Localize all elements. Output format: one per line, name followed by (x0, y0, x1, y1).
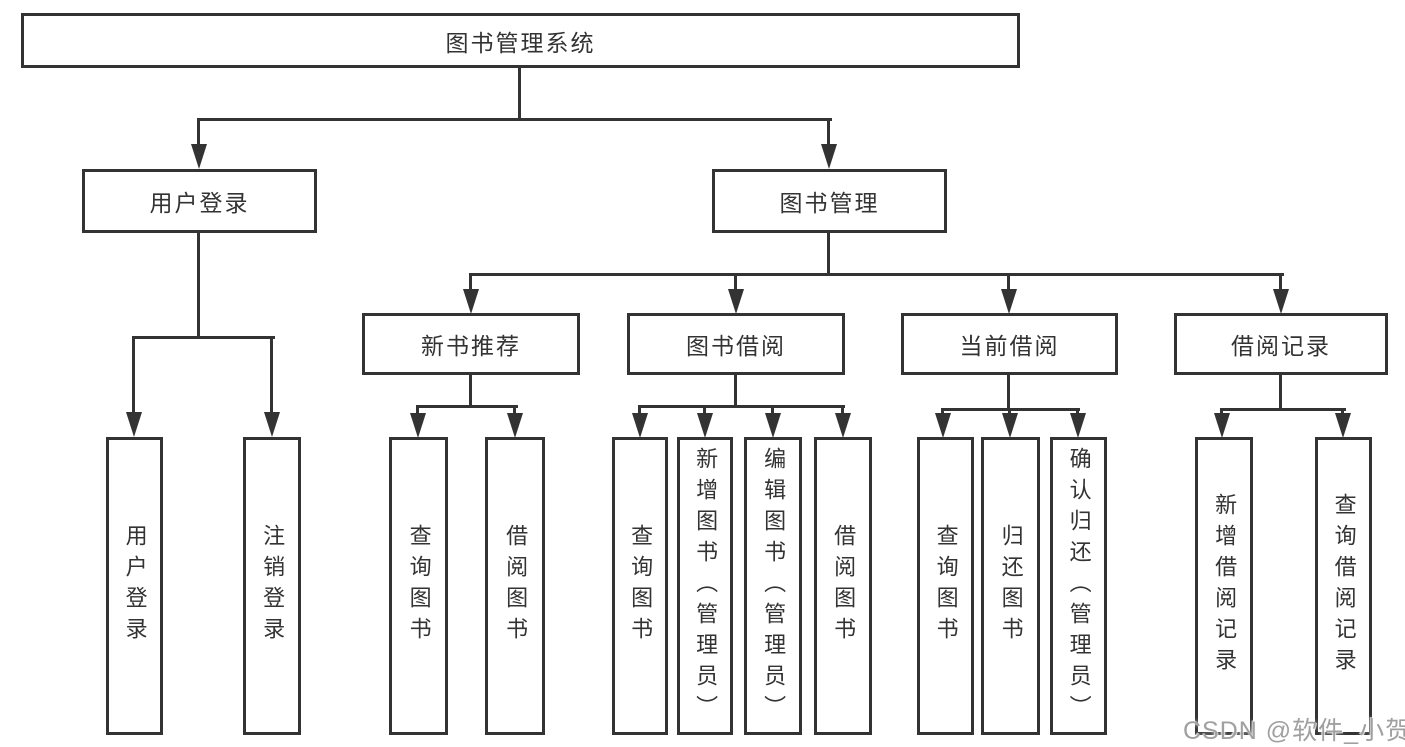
connector-drop-new-book (469, 273, 472, 292)
arrow-down-icon (1002, 413, 1018, 438)
leaf-label: 查询图书 (933, 524, 959, 648)
connector-drop-borrow-records (1279, 273, 1282, 292)
connector-drop-user-login (197, 118, 200, 148)
arrow-down-icon (410, 413, 426, 438)
arrow-down-icon (697, 413, 713, 438)
arrow-down-icon (821, 144, 837, 169)
leaf-label: 新增借阅记录 (1212, 493, 1238, 679)
arrow-down-icon (1214, 413, 1230, 438)
connector-root-rail (197, 118, 832, 121)
connector-drop-leaf (416, 405, 419, 415)
arrow-down-icon (1001, 289, 1017, 314)
connector-drop-leaf (1220, 408, 1223, 416)
arrow-down-icon (835, 413, 851, 438)
leaf-current-return: 归还图书 (981, 437, 1040, 735)
leaf-record-query: 查询借阅记录 (1315, 437, 1372, 735)
arrow-down-icon (1335, 413, 1351, 438)
connector-drop-current-borrow (1007, 273, 1010, 292)
leaf-label: 用户登录 (122, 524, 148, 648)
connector-drop-leaf (513, 405, 516, 415)
leaf-label: 注销登录 (260, 524, 286, 648)
leaf-label: 借阅图书 (503, 524, 529, 648)
leaf-label: 查询图书 (406, 524, 432, 648)
leaf-label: 归还图书 (998, 524, 1024, 648)
arrow-down-icon (765, 413, 781, 438)
connector-drop-leaf (841, 405, 844, 415)
arrow-down-icon (191, 144, 207, 169)
connector-drop-leaf (270, 336, 273, 416)
connector-root-stem (518, 68, 521, 121)
connector-drop-leaf (1341, 408, 1344, 416)
leaf-borrow-borrow: 借阅图书 (814, 437, 872, 735)
connector-current-borrow-stem (1007, 375, 1010, 411)
leaf-record-add: 新增借阅记录 (1195, 437, 1253, 735)
arrow-down-icon (632, 413, 648, 438)
connector-book-management-rail (469, 273, 1284, 276)
node-user-login: 用户登录 (82, 169, 317, 233)
arrow-down-icon (507, 413, 523, 438)
arrow-down-icon (264, 412, 280, 437)
arrow-down-icon (728, 289, 744, 314)
connector-drop-leaf (638, 405, 641, 415)
arrow-down-icon (126, 412, 142, 437)
connector-new-book-stem (469, 375, 472, 408)
connector-drop-book-management (827, 118, 830, 148)
connector-user-login-stem (197, 233, 200, 339)
connector-borrow-records-stem (1279, 375, 1282, 411)
leaf-current-query: 查询图书 (917, 437, 974, 735)
leaf-label: 查询借阅记录 (1331, 493, 1357, 679)
connector-drop-leaf (1076, 408, 1079, 416)
leaf-label: 编辑图书（管理员） (761, 446, 787, 726)
leaf-borrow-add: 新增图书（管理员） (677, 437, 733, 735)
connector-drop-leaf (1008, 408, 1011, 416)
node-book-borrow: 图书借阅 (627, 313, 845, 375)
leaf-user-login: 用户登录 (106, 437, 163, 735)
leaf-label: 查询图书 (628, 524, 654, 648)
watermark-text: CSDN @软件_小贺同学 (1183, 717, 1405, 745)
arrow-down-icon (1070, 413, 1086, 438)
connector-drop-leaf (703, 405, 706, 415)
node-root: 图书管理系统 (21, 13, 1020, 68)
leaf-current-confirm: 确认归还（管理员） (1050, 437, 1107, 735)
leaf-label: 确认归还（管理员） (1066, 446, 1092, 726)
connector-new-book-rail (416, 405, 518, 408)
node-borrow-records: 借阅记录 (1174, 313, 1388, 375)
arrow-down-icon (1273, 289, 1289, 314)
connector-book-borrow-stem (734, 375, 737, 408)
connector-book-management-stem (827, 233, 830, 276)
node-current-borrow: 当前借阅 (901, 313, 1118, 375)
leaf-borrow-edit: 编辑图书（管理员） (744, 437, 802, 735)
node-new-book-recommend: 新书推荐 (362, 313, 580, 375)
leaf-label: 新增图书（管理员） (693, 446, 719, 726)
leaf-newbook-query: 查询图书 (389, 437, 448, 735)
connector-book-borrow-rail (638, 405, 845, 408)
arrow-down-icon (935, 413, 951, 438)
connector-user-login-rail (132, 336, 275, 339)
leaf-newbook-borrow: 借阅图书 (485, 437, 545, 735)
connector-drop-leaf (132, 336, 135, 416)
leaf-label: 借阅图书 (831, 524, 857, 648)
leaf-logout: 注销登录 (243, 437, 301, 735)
leaf-borrow-query: 查询图书 (612, 437, 668, 735)
connector-borrow-records-rail (1220, 408, 1346, 411)
node-book-management: 图书管理 (712, 169, 947, 233)
connector-drop-leaf (771, 405, 774, 415)
arrow-down-icon (463, 289, 479, 314)
connector-drop-book-borrow (734, 273, 737, 292)
connector-drop-leaf (941, 408, 944, 416)
